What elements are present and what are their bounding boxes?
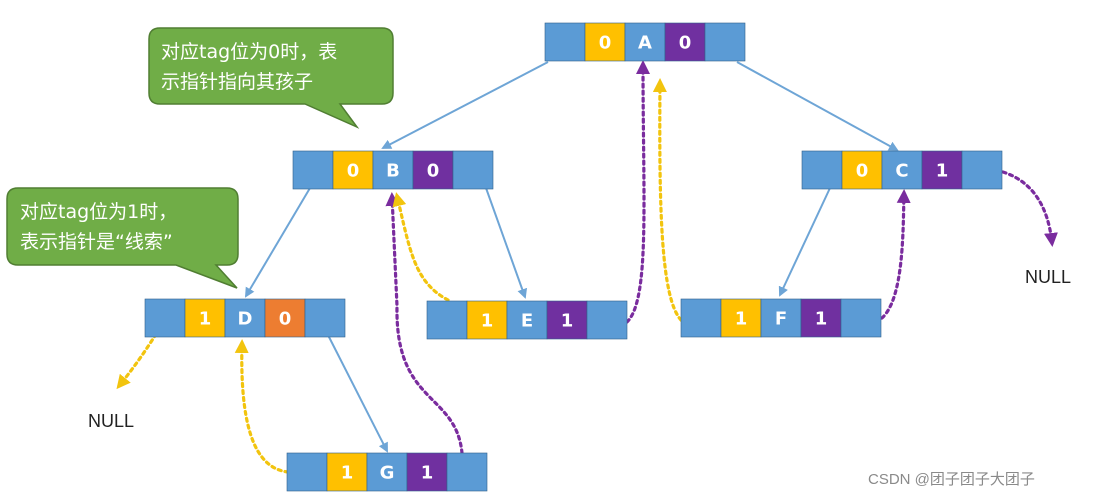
- right-pointer-cell: [452, 150, 494, 190]
- rtag-cell: [412, 150, 454, 190]
- rtag-cell: [546, 300, 588, 340]
- null-label-left: NULL: [88, 411, 134, 431]
- callout-tag1-line1: 对应tag位为1时，: [20, 201, 177, 223]
- thread-g-to-d: [234, 339, 290, 474]
- right-pointer-cell: [704, 22, 746, 62]
- ltag-cell: [326, 452, 368, 492]
- right-pointer-cell: [586, 300, 628, 340]
- null-label-right: NULL: [1025, 267, 1071, 287]
- left-pointer-cell: [544, 22, 586, 62]
- thread-d-to-null: [116, 332, 158, 390]
- node-data: B: [386, 161, 400, 182]
- node-d: 1 D 0: [144, 298, 346, 338]
- ltag-value: 1: [735, 309, 748, 330]
- node-c: 0 C 1: [801, 150, 1003, 190]
- rtag-value: 0: [427, 161, 440, 182]
- rtag-value: 1: [936, 161, 949, 182]
- rtag-value: 1: [561, 311, 574, 332]
- left-pointer-cell: [292, 150, 334, 190]
- right-pointer-cell: [840, 298, 882, 338]
- rtag-value: 0: [679, 33, 692, 54]
- right-pointer-cell: [446, 452, 488, 492]
- ltag-value: 0: [347, 161, 360, 182]
- edge-a-to-b: [381, 61, 549, 149]
- edge-c-to-f: [778, 187, 831, 297]
- rtag-cell: [921, 150, 963, 190]
- ltag-cell: [332, 150, 374, 190]
- ltag-value: 1: [341, 463, 354, 484]
- child-edges: [244, 61, 899, 453]
- callout-tag1: 对应tag位为1时， 表示指针是“线索”: [6, 187, 239, 289]
- left-pointer-cell: [426, 300, 468, 340]
- left-pointer-cell: [680, 298, 722, 338]
- thread-e-to-a: [625, 60, 651, 324]
- thread-e-to-b: [392, 192, 450, 302]
- thread-g-to-b: [385, 192, 464, 455]
- ltag-cell: [720, 298, 762, 338]
- thread-c-to-null: [1001, 170, 1058, 247]
- right-pointer-cell: [961, 150, 1003, 190]
- data-cell: [506, 300, 548, 340]
- edge-a-to-c: [736, 61, 899, 151]
- node-b: 0 B 0: [292, 150, 494, 190]
- data-cell: [372, 150, 414, 190]
- left-pointer-cell: [286, 452, 328, 492]
- data-cell: [760, 298, 802, 338]
- thread-f-to-c: [880, 189, 911, 320]
- callout-tag0-line2: 示指针指向其孩子: [161, 71, 313, 93]
- node-data: C: [895, 161, 908, 182]
- edge-d-to-g: [327, 334, 388, 453]
- left-pointer-cell: [144, 298, 186, 338]
- ltag-value: 0: [599, 33, 612, 54]
- callout-tag0-bubble: [148, 27, 394, 129]
- ltag-value: 1: [199, 309, 212, 330]
- edge-b-to-d: [244, 187, 311, 298]
- node-e: 1 E 1: [426, 300, 628, 340]
- node-data: G: [380, 463, 395, 484]
- node-data: A: [638, 33, 652, 54]
- node-a: 0 A 0: [544, 22, 746, 62]
- callout-tag1-bubble: [6, 187, 239, 289]
- node-data: E: [521, 311, 533, 332]
- rtag-cell: [264, 298, 306, 338]
- ltag-cell: [466, 300, 508, 340]
- callout-tag0: 对应tag位为0时，表 示指针指向其孩子: [148, 27, 394, 129]
- callout-tag0-line1: 对应tag位为0时，表: [161, 41, 337, 63]
- right-pointer-cell: [304, 298, 346, 338]
- node-data: D: [238, 309, 253, 330]
- rtag-value: 0: [279, 309, 292, 330]
- rtag-value: 1: [815, 309, 828, 330]
- rtag-cell: [406, 452, 448, 492]
- left-pointer-cell: [801, 150, 843, 190]
- node-data: F: [775, 309, 787, 330]
- data-cell: [624, 22, 666, 62]
- ltag-value: 1: [481, 311, 494, 332]
- node-f: 1 F 1: [680, 298, 882, 338]
- callout-tag1-line2: 表示指针是“线索”: [20, 231, 173, 253]
- data-cell: [224, 298, 266, 338]
- rtag-cell: [664, 22, 706, 62]
- ltag-value: 0: [856, 161, 869, 182]
- thread-pointers: [116, 60, 1058, 474]
- data-cell: [366, 452, 408, 492]
- ltag-cell: [584, 22, 626, 62]
- thread-f-to-a: [652, 78, 683, 322]
- edge-b-to-e: [485, 187, 528, 299]
- node-g: 1 G 1: [286, 452, 488, 492]
- watermark: CSDN @团子团子大团子: [868, 471, 1035, 488]
- rtag-value: 1: [421, 463, 434, 484]
